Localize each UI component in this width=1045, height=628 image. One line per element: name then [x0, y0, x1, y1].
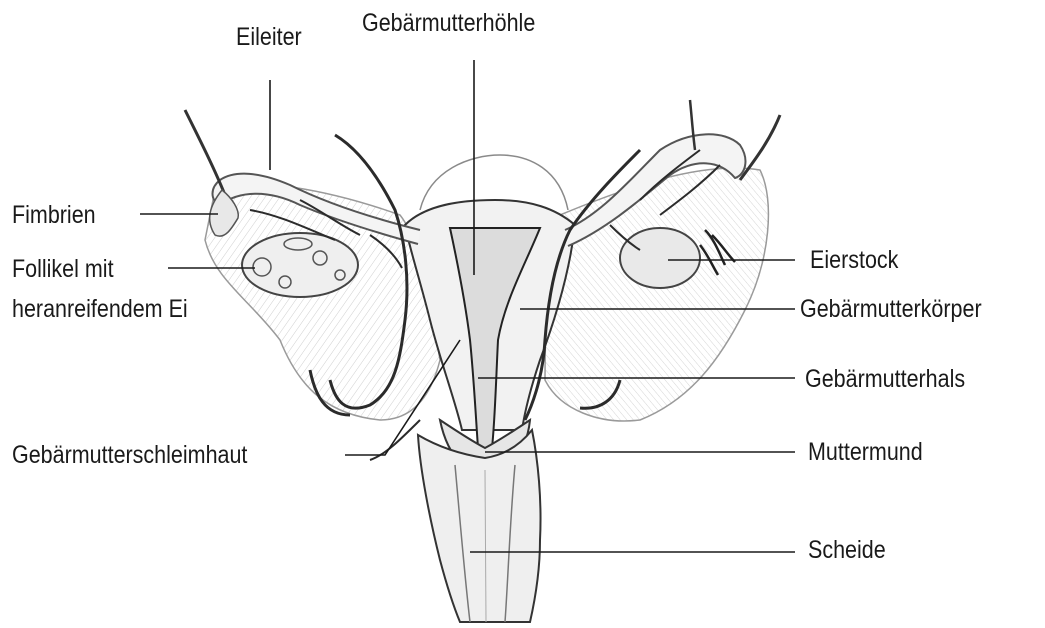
label-gebaermutterhoehle: Gebärmutterhöhle [362, 8, 535, 38]
right-broad-ligament [545, 168, 768, 421]
label-eierstock: Eierstock [810, 245, 898, 275]
label-fimbrien: Fimbrien [12, 200, 96, 230]
label-muttermund: Muttermund [808, 437, 923, 467]
label-follikel-line1: Follikel mit [12, 252, 114, 286]
label-follikel-line2: heranreifendem Ei [12, 292, 188, 326]
label-eileiter: Eileiter [236, 22, 302, 52]
label-gebaermutterschleimhaut: Gebärmutterschleimhaut [12, 440, 247, 470]
label-gebaermutterkoerper: Gebärmutterkörper [800, 294, 982, 324]
label-scheide: Scheide [808, 535, 886, 565]
left-ovary [242, 233, 358, 297]
vagina [418, 430, 541, 622]
left-broad-ligament [205, 184, 440, 420]
right-ovary [620, 228, 700, 288]
label-gebaermutterhals: Gebärmutterhals [805, 364, 965, 394]
